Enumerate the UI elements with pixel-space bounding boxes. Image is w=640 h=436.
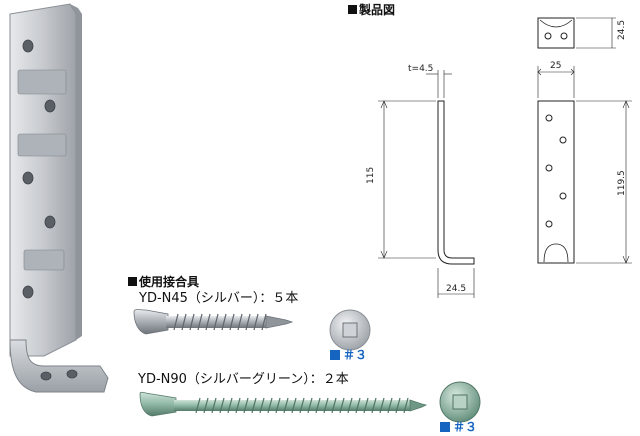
square-bullet-icon xyxy=(348,5,357,14)
screw1-label: YD-N45（シルバー）：５本 xyxy=(139,291,299,306)
dim-height-front: 119.5 xyxy=(617,170,627,196)
dim-foot: 24.5 xyxy=(446,284,466,294)
blue-square-icon xyxy=(330,350,340,360)
screw-head-silver xyxy=(329,309,371,351)
screw1-drive-badge: ＃３ xyxy=(330,348,367,362)
dim-top-depth: 24.5 xyxy=(617,20,627,40)
screw-yd-n45 xyxy=(133,309,294,335)
front-view-drawing xyxy=(537,66,632,264)
dim-width: 25 xyxy=(550,61,561,71)
bracket-photo xyxy=(9,3,109,393)
screw2-drive-badge: ＃３ xyxy=(440,420,477,434)
square-bullet-icon xyxy=(128,277,137,286)
top-view-drawing xyxy=(537,17,616,49)
screw-head-green xyxy=(439,381,481,423)
dim-height-side: 115 xyxy=(366,167,376,184)
screw2-label: YD-N90（シルバーグリーン）：２本 xyxy=(138,372,349,387)
blue-square-icon xyxy=(440,422,450,432)
fasteners-heading: 使用接合具 xyxy=(128,275,199,289)
product-drawing-heading: 製品図 xyxy=(348,3,395,17)
screw-yd-n90 xyxy=(139,391,428,417)
side-view-drawing xyxy=(378,70,475,298)
dim-thickness: t=4.5 xyxy=(408,64,433,74)
